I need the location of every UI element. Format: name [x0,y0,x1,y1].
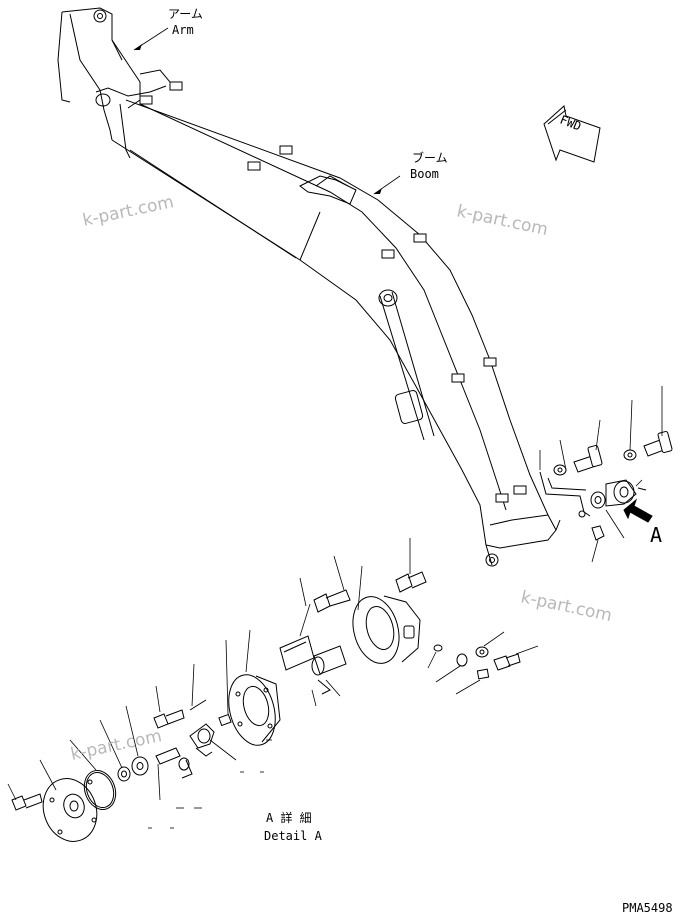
drawing-number: PMA5498 [622,901,673,915]
boom-leader-arrow [374,188,382,194]
detail-a-drawing [7,538,539,842]
fwd-arrow-icon [543,105,601,163]
watermark: k-part.com [69,726,164,765]
detail-en-label: Detail A [264,829,323,843]
view-a-label: A [650,523,662,547]
view-arrow-icon [623,498,653,523]
detail-jp-label: A 詳 細 [266,810,312,825]
bracket-parts [539,386,673,563]
watermark: k-part.com [81,192,176,231]
arm-jp-label: アーム [168,7,203,21]
arm-drawing [57,7,177,159]
watermark: k-part.com [519,587,614,626]
fwd-label: FWD [558,113,583,134]
watermark: k-part.com [455,201,550,240]
boom-en-label: Boom [410,167,439,181]
arm-leader-arrow [134,44,142,50]
arm-en-label: Arm [172,23,194,37]
boom-drawing [111,81,561,567]
boom-jp-label: ブーム [412,150,448,165]
